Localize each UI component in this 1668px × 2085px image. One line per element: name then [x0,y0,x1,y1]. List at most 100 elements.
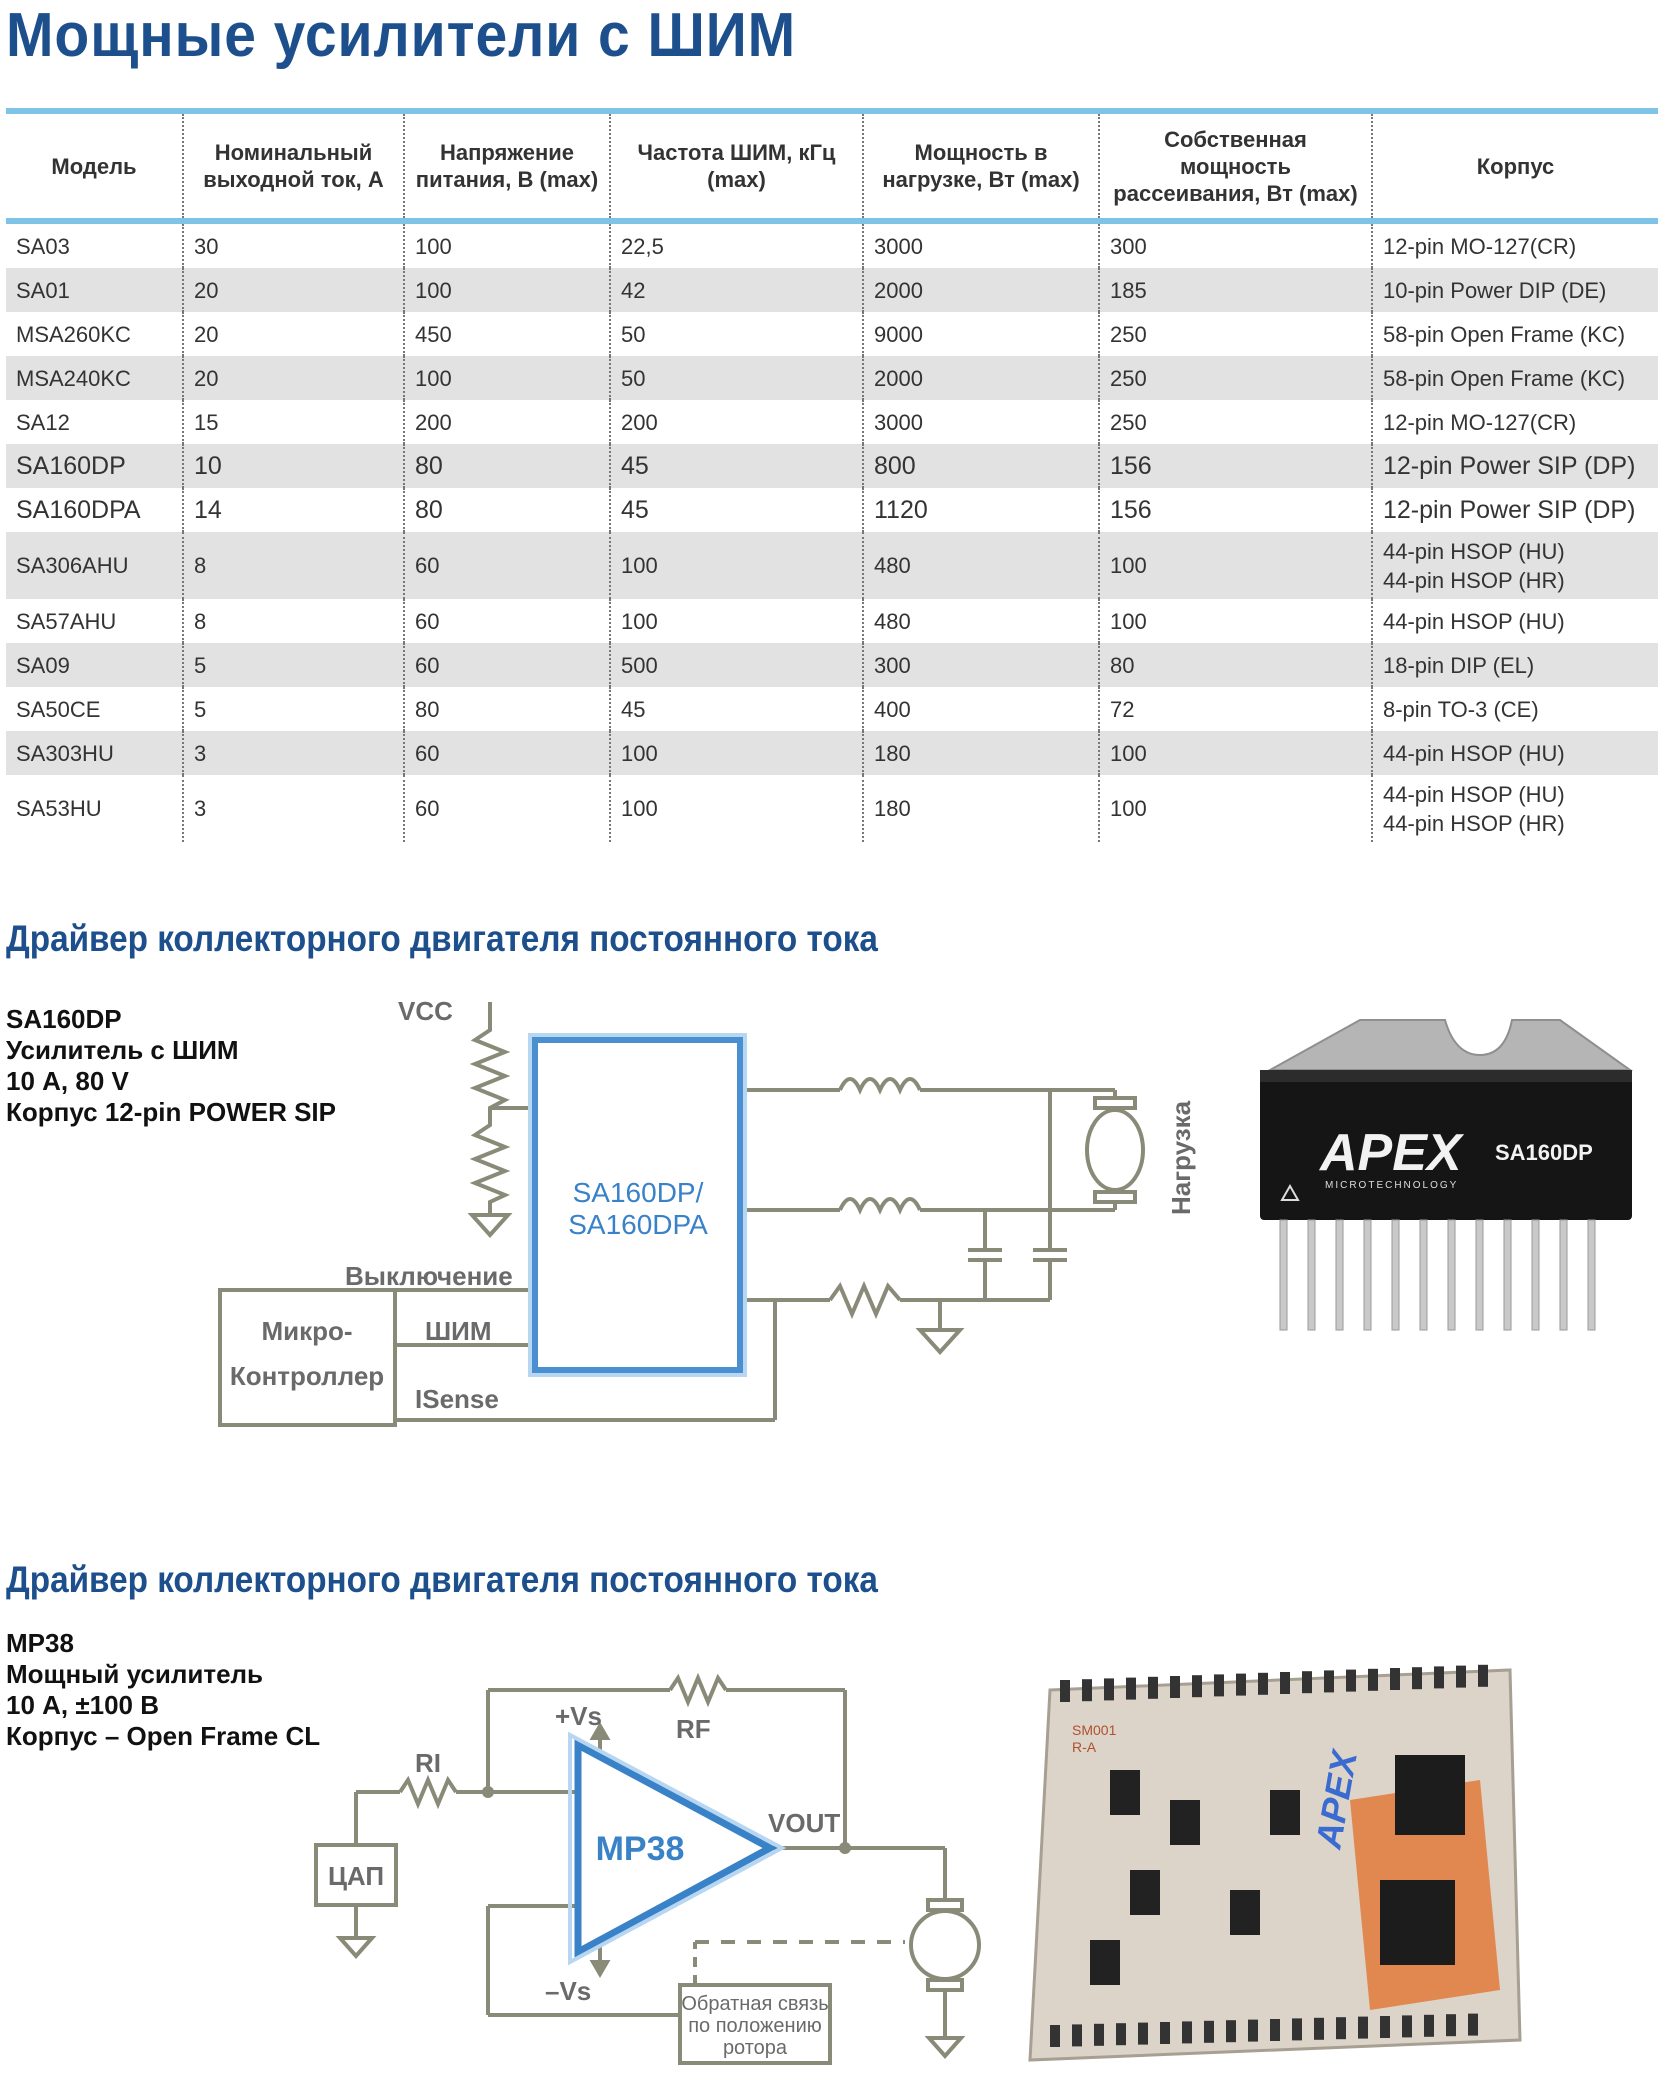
header-pin [1170,1676,1180,1698]
table-cell: 400 [862,687,1099,731]
table-cell: SA160DP [6,444,183,488]
opamp-label: MP38 [596,1830,685,1868]
table-cell: 44-pin HSOP (HU) [1371,731,1658,775]
table-cell: SA50CE [6,687,183,731]
vcc-label: VCC [398,996,453,1026]
header-model: Модель [51,153,137,179]
spec-line: MP38 [6,1628,74,1658]
section2-title: Драйвер коллекторного двигателя постоянн… [6,1559,878,1600]
table-cell: SA306AHU [6,532,183,599]
header-load-power: Мощность в нагрузке, Вт (max) [862,114,1099,221]
table-cell: 180 [862,731,1099,775]
table-cell: 50 [609,312,863,356]
header-pin [1236,1673,1246,1696]
section1-spec: SA160DP Усилитель с ШИМ 10 А, 80 V Корпу… [6,1004,336,1128]
table-cell: 44-pin HSOP (HU) [1371,599,1658,643]
sa160dp-circuit-diagram: SA160DP/ SA160DPA VCC Выключение ШИМ ISe… [218,996,1196,1427]
table-cell: SA12 [6,400,183,444]
table-cell: 3 [182,731,404,775]
table-cell: 185 [1098,268,1372,312]
header-pin [1072,2024,1082,2047]
table-cell: 80 [403,444,610,488]
shutdown-label: Выключение [345,1261,513,1291]
dac-label: ЦАП [328,1861,384,1891]
table-cell: 100 [403,221,610,268]
table-cell: 100 [403,356,610,400]
table-cell: 156 [1098,444,1372,488]
table-cell: 500 [609,643,863,687]
spec-line: SA160DP [6,1004,122,1034]
chip-label-1: SA160DP/ [573,1177,704,1208]
pwm-label: ШИМ [425,1316,491,1346]
table-cell: 58-pin Open Frame (KC) [1371,356,1658,400]
page-title: Мощные усилители с ШИМ [6,1,797,70]
vs-plus-label: +Vs [555,1701,602,1731]
spec-line: 10 А, 80 V [6,1066,129,1096]
table-cell: 80 [1098,643,1372,687]
table-cell: SA160DPA [6,488,183,532]
rf-label: RF [676,1714,711,1744]
table-cell: 60 [403,643,610,687]
package-pin [1587,1219,1596,1331]
table-cell: SA09 [6,643,183,687]
table-cell: 18-pin DIP (EL) [1371,643,1658,687]
table-cell: 180 [862,775,1099,842]
table-cell: 2000 [862,268,1099,312]
table-cell: 9000 [862,312,1099,356]
table-cell: 250 [1098,356,1372,400]
table-cell: 12-pin Power SIP (DP) [1371,488,1658,532]
header-package: Корпус [1371,114,1658,221]
table-cell: 45 [609,687,863,731]
table-cell: 12-pin MO-127(CR) [1371,221,1658,268]
table-header-row: Модель Номинальный выходной ток, А Напря… [6,114,1658,221]
header-pin [1160,2022,1170,2044]
header-pin [1424,2014,1434,2037]
header-pin [1402,2015,1412,2038]
header-pin [1270,2019,1280,2041]
sa160dp-package-photo: APEX MICROTECHNOLOGY SA160DP [1260,1019,1634,1331]
feedback-label-3: ротора [723,2037,788,2059]
table-cell: 3 [182,775,404,842]
header-current: Номинальный выходной ток, А [182,114,404,221]
package-pin [1559,1219,1568,1331]
package-pin [1391,1219,1400,1331]
header-pin [1412,1667,1422,1690]
table-cell: 58-pin Open Frame (KC) [1371,312,1658,356]
header-pin [1082,1679,1092,1702]
header-pin [1434,1666,1444,1689]
header-pin [1380,2016,1390,2038]
package-part-number: SA160DP [1495,1140,1593,1165]
header-pin [1204,2020,1214,2043]
table-cell: 72 [1098,687,1372,731]
table-cell: 20 [182,312,404,356]
mp38-board-photo: APEX SM001 R-A [1028,1664,1522,2062]
package-pin [1419,1219,1428,1331]
table-cell: 100 [403,268,610,312]
table-cell: SA303HU [6,731,183,775]
feedback-label-1: Обратная связь [681,1993,828,2015]
table-cell: 200 [403,400,610,444]
table-cell: 10-pin Power DIP (DE) [1371,268,1658,312]
table-cell: 3000 [862,400,1099,444]
table-cell: 80 [403,488,610,532]
table-cell: 2000 [862,356,1099,400]
table-cell: 8 [182,532,404,599]
table-cell: 30 [182,221,404,268]
table-cell: 800 [862,444,1099,488]
header-pin [1116,2023,1126,2046]
table-cell: 60 [403,532,610,599]
table-cell: 156 [1098,488,1372,532]
header-pin [1094,2023,1104,2046]
header-pin [1468,2013,1478,2036]
header-pin [1324,1670,1334,1693]
header-pin [1226,2020,1236,2043]
table-cell: 42 [609,268,863,312]
package-pin [1279,1219,1288,1331]
table-cell: 300 [1098,221,1372,268]
